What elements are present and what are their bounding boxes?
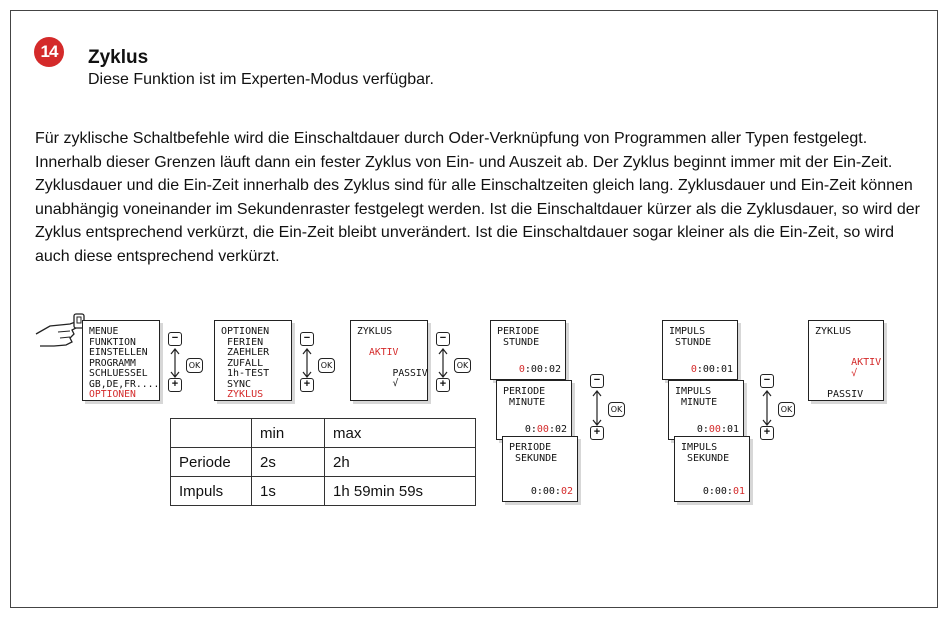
lcd-time-value: 0:00:01 bbox=[690, 363, 733, 375]
ok-button[interactable]: OK bbox=[318, 358, 335, 373]
hand-pointer-icon bbox=[35, 313, 85, 347]
menu-line-selected: OPTIONEN bbox=[89, 389, 136, 400]
lcd-label: PERIODE bbox=[497, 326, 540, 337]
table-cell: 1h 59min 59s bbox=[324, 476, 476, 506]
minus-button[interactable]: − bbox=[760, 374, 774, 388]
options-line: OPTIONEN bbox=[221, 326, 270, 337]
up-down-arrow-icon bbox=[302, 348, 312, 378]
paragraph-2: Zyklusdauer und die Ein-Zeit innerhalb d… bbox=[35, 177, 920, 265]
minus-button[interactable]: − bbox=[168, 332, 182, 346]
zyklus-option-active: AKTIV bbox=[851, 357, 882, 368]
table-cell: 2s bbox=[251, 447, 325, 477]
minus-button[interactable]: − bbox=[300, 332, 314, 346]
up-down-arrow-icon bbox=[170, 348, 180, 378]
lcd-periode-second: PERIODE SEKUNDE 0:00:02 bbox=[502, 436, 578, 502]
lcd-label: IMPULS bbox=[675, 386, 712, 397]
ok-button[interactable]: OK bbox=[454, 358, 471, 373]
options-line: 1h-TEST bbox=[227, 368, 270, 379]
ok-button[interactable]: OK bbox=[608, 402, 625, 417]
lcd-time-value: 0:00:01 bbox=[696, 423, 739, 435]
paragraph-1: Für zyklische Schaltbefehle wird die Ein… bbox=[35, 130, 893, 171]
menu-line: PROGRAMM bbox=[89, 357, 136, 369]
zyklus-option-passive: PASSIV bbox=[392, 367, 428, 379]
lcd-label: PERIODE bbox=[503, 386, 546, 397]
options-line: SYNC bbox=[227, 378, 252, 390]
table-header-cell: max bbox=[324, 418, 476, 448]
table-cell: 1s bbox=[251, 476, 325, 506]
lcd-time-value: 0:00:02 bbox=[524, 423, 567, 435]
lcd-periode-hour: PERIODE STUNDE 0:00:02 bbox=[490, 320, 566, 380]
up-down-arrow-icon bbox=[438, 348, 448, 378]
lcd-label: IMPULS bbox=[681, 442, 718, 453]
menu-line: MENUE bbox=[89, 326, 119, 337]
menu-line: GB,DE,FR.... bbox=[89, 378, 160, 390]
lcd-impuls-hour: IMPULS STUNDE 0:00:01 bbox=[662, 320, 738, 380]
section-number-badge: 14 bbox=[34, 37, 64, 67]
options-line: ZUFALL bbox=[227, 357, 264, 369]
minus-button[interactable]: − bbox=[436, 332, 450, 346]
lcd-impuls-minute: IMPULS MINUTE 0:00:01 bbox=[668, 380, 744, 440]
plus-button[interactable]: + bbox=[760, 426, 774, 440]
check-icon: √ bbox=[851, 367, 858, 379]
zyklus-option-passive: PASSIV bbox=[827, 388, 864, 400]
plus-button[interactable]: + bbox=[590, 426, 604, 440]
ok-button[interactable]: OK bbox=[186, 358, 203, 373]
menu-line: SCHLUESSEL bbox=[89, 368, 148, 379]
lcd-options-screen: OPTIONEN FERIEN ZAEHLER ZUFALL 1h-TEST S… bbox=[214, 320, 292, 401]
lcd-label: PERIODE bbox=[509, 442, 552, 453]
options-line: ZAEHLER bbox=[227, 347, 270, 358]
table-header-row: min max bbox=[170, 418, 476, 448]
plus-button[interactable]: + bbox=[168, 378, 182, 392]
lcd-impuls-second: IMPULS SEKUNDE 0:00:01 bbox=[674, 436, 750, 502]
body-text: Für zyklische Schaltbefehle wird die Ein… bbox=[35, 127, 925, 268]
lcd-periode-minute: PERIODE MINUTE 0:00:02 bbox=[496, 380, 572, 440]
lcd-menu-screen: MENUE FUNKTION EINSTELLEN PROGRAMM SCHLU… bbox=[82, 320, 160, 401]
table-header-cell bbox=[170, 418, 252, 448]
lcd-label: IMPULS bbox=[669, 326, 706, 337]
lcd-label: SEKUNDE bbox=[515, 452, 558, 464]
menu-line: FUNKTION bbox=[89, 336, 136, 348]
lcd-time-value: 0:00:02 bbox=[530, 485, 573, 497]
menu-line: EINSTELLEN bbox=[89, 347, 148, 358]
lcd-zyklus-screen: ZYKLUS AKTIV PASSIV √ bbox=[350, 320, 428, 401]
plus-button[interactable]: + bbox=[300, 378, 314, 392]
lcd-label: STUNDE bbox=[675, 336, 712, 348]
table-row: Periode 2s 2h bbox=[170, 447, 476, 477]
zyklus-option-active: AKTIV bbox=[369, 346, 399, 358]
table-header-cell: min bbox=[251, 418, 325, 448]
lcd-zyklus-final-screen: ZYKLUS AKTIV √ PASSIV bbox=[808, 320, 884, 401]
minus-button[interactable]: − bbox=[590, 374, 604, 388]
lcd-label: STUNDE bbox=[503, 336, 540, 348]
section-subtitle: Diese Funktion ist im Experten-Modus ver… bbox=[88, 71, 434, 88]
cycle-limits-table: min max Periode 2s 2h Impuls 1s 1h 59min… bbox=[170, 418, 476, 506]
check-icon: √ bbox=[392, 378, 399, 389]
lcd-label: MINUTE bbox=[681, 396, 718, 408]
table-cell: 2h bbox=[324, 447, 476, 477]
lcd-label: MINUTE bbox=[509, 396, 546, 408]
table-cell: Periode bbox=[170, 447, 252, 477]
up-down-arrow-icon bbox=[592, 390, 602, 426]
lcd-time-value: 0:00:02 bbox=[518, 363, 561, 375]
page-frame bbox=[10, 10, 938, 608]
up-down-arrow-icon bbox=[762, 390, 772, 426]
options-line-selected: ZYKLUS bbox=[227, 389, 264, 400]
zyklus-title: ZYKLUS bbox=[357, 326, 393, 337]
zyklus-title: ZYKLUS bbox=[815, 326, 852, 337]
table-row: Impuls 1s 1h 59min 59s bbox=[170, 476, 476, 506]
lcd-time-value: 0:00:01 bbox=[702, 485, 745, 497]
options-line: FERIEN bbox=[227, 336, 264, 348]
table-cell: Impuls bbox=[170, 476, 252, 506]
lcd-label: SEKUNDE bbox=[687, 452, 730, 464]
ok-button[interactable]: OK bbox=[778, 402, 795, 417]
plus-button[interactable]: + bbox=[436, 378, 450, 392]
section-title: Zyklus bbox=[88, 47, 149, 68]
